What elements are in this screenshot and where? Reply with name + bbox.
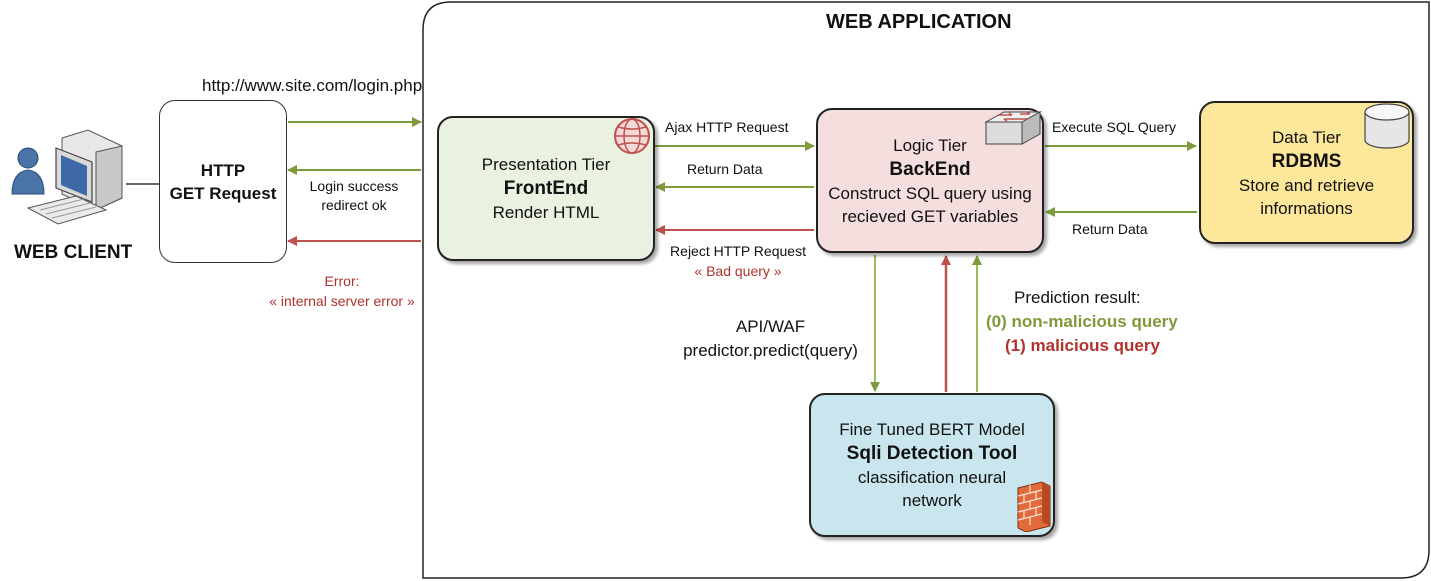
ajax-request-label: Ajax HTTP Request	[665, 119, 789, 135]
webapp-title: WEB APPLICATION	[826, 11, 1012, 33]
globe-icon	[612, 116, 652, 156]
execute-sql-label: Execute SQL Query	[1052, 119, 1176, 135]
reject-line2: « Bad query »	[694, 263, 782, 279]
data-tier-name: RDBMS	[1271, 150, 1342, 172]
bert-name: Sqli Detection Tool	[846, 443, 1018, 464]
bert-desc1: classification neural	[857, 468, 1007, 487]
error-line1: Error:	[324, 273, 360, 289]
api-line1: API/WAF	[735, 317, 806, 336]
presentation-name: FrontEnd	[503, 178, 589, 199]
data-tier-desc1: Store and retrieve	[1238, 175, 1375, 195]
url-label: http://www.site.com/login.php	[202, 76, 423, 95]
prediction-title: Prediction result:	[1014, 288, 1141, 307]
network-switch-icon	[984, 110, 1042, 148]
presentation-desc: Render HTML	[492, 203, 600, 222]
logic-name: BackEnd	[889, 158, 971, 180]
login-success-label: Login success redirect ok	[304, 177, 404, 215]
database-cylinder-icon	[1361, 102, 1413, 152]
firewall-brick-icon	[1014, 480, 1054, 533]
bert-desc2: network	[902, 491, 962, 510]
presentation-tier-label: Presentation Tier	[481, 155, 611, 174]
reject-request-label: Reject HTTP Request « Bad query »	[663, 241, 813, 281]
logic-desc2: recieved GET variables	[841, 206, 1019, 226]
logic-desc1: Construct SQL query using	[828, 183, 1032, 203]
client-computer-icon	[10, 128, 130, 238]
error-line2: « internal server error »	[269, 293, 415, 309]
login-success-line2: redirect ok	[321, 197, 387, 213]
data-tier-desc2: informations	[1260, 198, 1353, 218]
prediction-malicious: (1) malicious query	[1005, 336, 1160, 355]
bert-line1: Fine Tuned BERT Model	[839, 420, 1025, 439]
logic-tier-label: Logic Tier	[893, 135, 967, 155]
http-get-request-box: HTTP GET Request	[159, 100, 287, 263]
http-box-line1: HTTP	[200, 160, 246, 180]
data-tier-label: Data Tier	[1272, 127, 1341, 147]
return-data-db-label: Return Data	[1072, 221, 1148, 237]
api-line2: predictor.predict(query)	[683, 341, 858, 360]
api-waf-label: API/WAF predictor.predict(query)	[668, 315, 873, 363]
error-label: Error: « internal server error »	[258, 271, 426, 311]
http-box-line2: GET Request	[169, 183, 277, 203]
bert-detection-tool-box: Fine Tuned BERT Model Sqli Detection Too…	[809, 393, 1055, 537]
prediction-nonmalicious: (0) non-malicious query	[986, 312, 1178, 331]
login-success-line1: Login success	[309, 178, 399, 194]
webapp-container	[422, 1, 1430, 579]
return-data-front-label: Return Data	[687, 161, 763, 177]
reject-line1: Reject HTTP Request	[670, 243, 806, 259]
logic-tier-box: Logic Tier BackEnd Construct SQL query u…	[816, 108, 1044, 253]
client-label: WEB CLIENT	[14, 242, 133, 263]
